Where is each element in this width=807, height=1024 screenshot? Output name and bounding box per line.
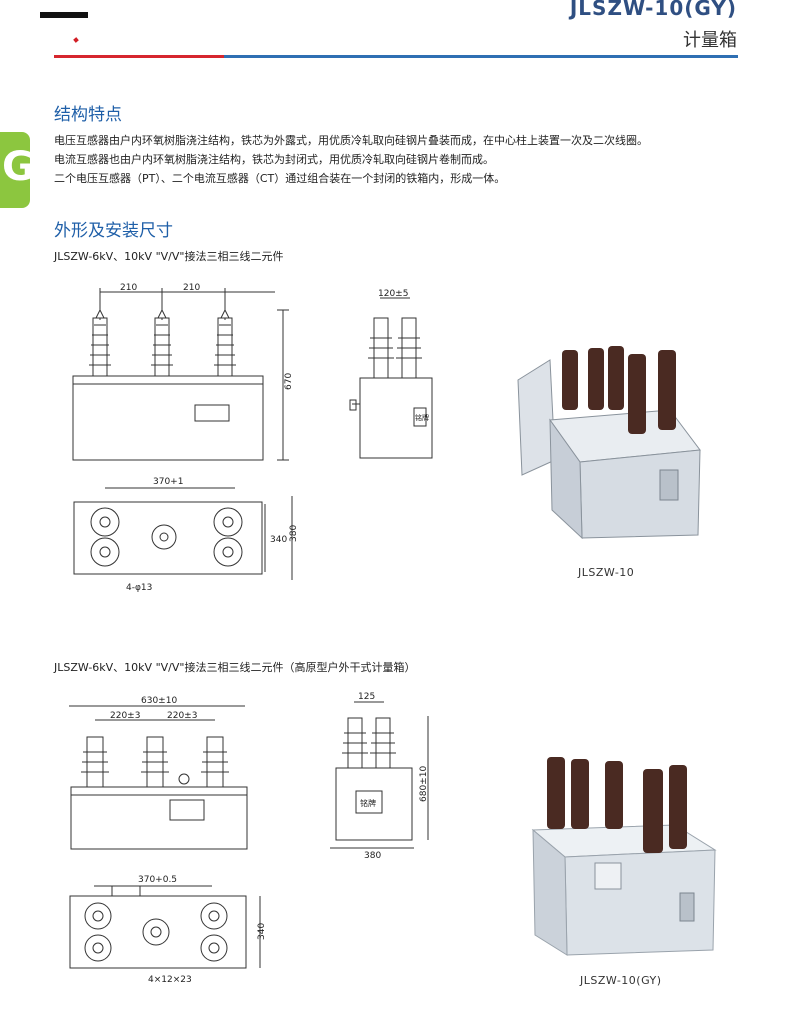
drawing-1-top-dim: 370+1 (153, 477, 183, 487)
dimensions-subtitle-2: JLSZW-6kV、10kV "V/V"接法三相三线二元件（高原型户外干式计量箱… (54, 661, 416, 674)
drawing-2-overall: 630±10 (141, 696, 177, 706)
drawing-1-front-view: 210 210 670 (72, 283, 294, 461)
photo-caption-1: JLSZW-10 (578, 566, 635, 579)
header-rule-blue (224, 55, 738, 58)
drawing-1-nameplate: 铭牌 (415, 413, 429, 422)
section-title-dimensions: 外形及安装尺寸 (54, 221, 173, 241)
photo-jlszw-10 (517, 346, 701, 540)
drawing-1-top-inner: 340 (270, 535, 287, 545)
drawing-2-top-view: 370+0.5 340 4×12×23 (69, 875, 267, 985)
drawing-1-dim-b: 210 (183, 283, 200, 293)
drawing-1-dim-a: 210 (120, 283, 137, 293)
photo-jlszw-10-gy (531, 757, 717, 956)
header-black-bar (40, 12, 88, 18)
structure-line-1: 电压互感器由户内环氧树脂浇注结构，铁芯为外露式，用优质冷轧取向硅钢片叠装而成，在… (54, 134, 648, 147)
structure-line-2: 电流互感器也由户内环氧树脂浇注结构，铁芯为封闭式，用优质冷轧取向硅钢片卷制而成。 (54, 153, 494, 166)
dimensions-subtitle-1: JLSZW-6kV、10kV "V/V"接法三相三线二元件 (54, 250, 284, 263)
drawing-2-side-view: 125 铭牌 680±10 380 (330, 692, 429, 861)
drawing-2-holes: 4×12×23 (148, 975, 192, 985)
drawing-2-side-height: 680±10 (419, 766, 429, 802)
header-red-mark (73, 37, 79, 43)
header-rule-red (54, 55, 224, 58)
photo-caption-2: JLSZW-10(GY) (580, 974, 662, 987)
drawing-2-dim-a: 220±3 (110, 711, 140, 721)
structure-line-3: 二个电压互感器（PT）、二个电流互感器（CT）通过组合装在一个封闭的铁箱内，形成… (54, 172, 506, 185)
drawing-2-front-view: 630±10 220±3 220±3 (69, 696, 248, 850)
drawing-1-side-dim: 120±5 (378, 289, 408, 299)
drawing-2-top-side: 340 (257, 923, 267, 940)
drawing-2-dim-b: 220±3 (167, 711, 197, 721)
drawing-1-top-outer: 380 (289, 525, 299, 542)
drawing-2-side-width: 380 (364, 851, 381, 861)
section-title-structure: 结构特点 (54, 105, 122, 125)
header-model: JLSZW-10(GY) (569, 0, 737, 20)
drawing-1-top-view: 370+1 340 380 4-φ13 (73, 477, 299, 593)
drawing-1-side-view: 120±5 铭牌 (349, 289, 433, 459)
drawing-1-holes: 4-φ13 (126, 583, 152, 593)
header-subtitle: 计量箱 (683, 30, 737, 51)
drawing-2-side-dim: 125 (358, 692, 375, 702)
drawing-2-nameplate: 铭牌 (360, 798, 376, 808)
side-tab-letter: G (2, 144, 35, 190)
drawing-1-height: 670 (284, 373, 294, 390)
drawing-2-top-dim: 370+0.5 (138, 875, 177, 885)
side-tab: G (0, 132, 35, 208)
